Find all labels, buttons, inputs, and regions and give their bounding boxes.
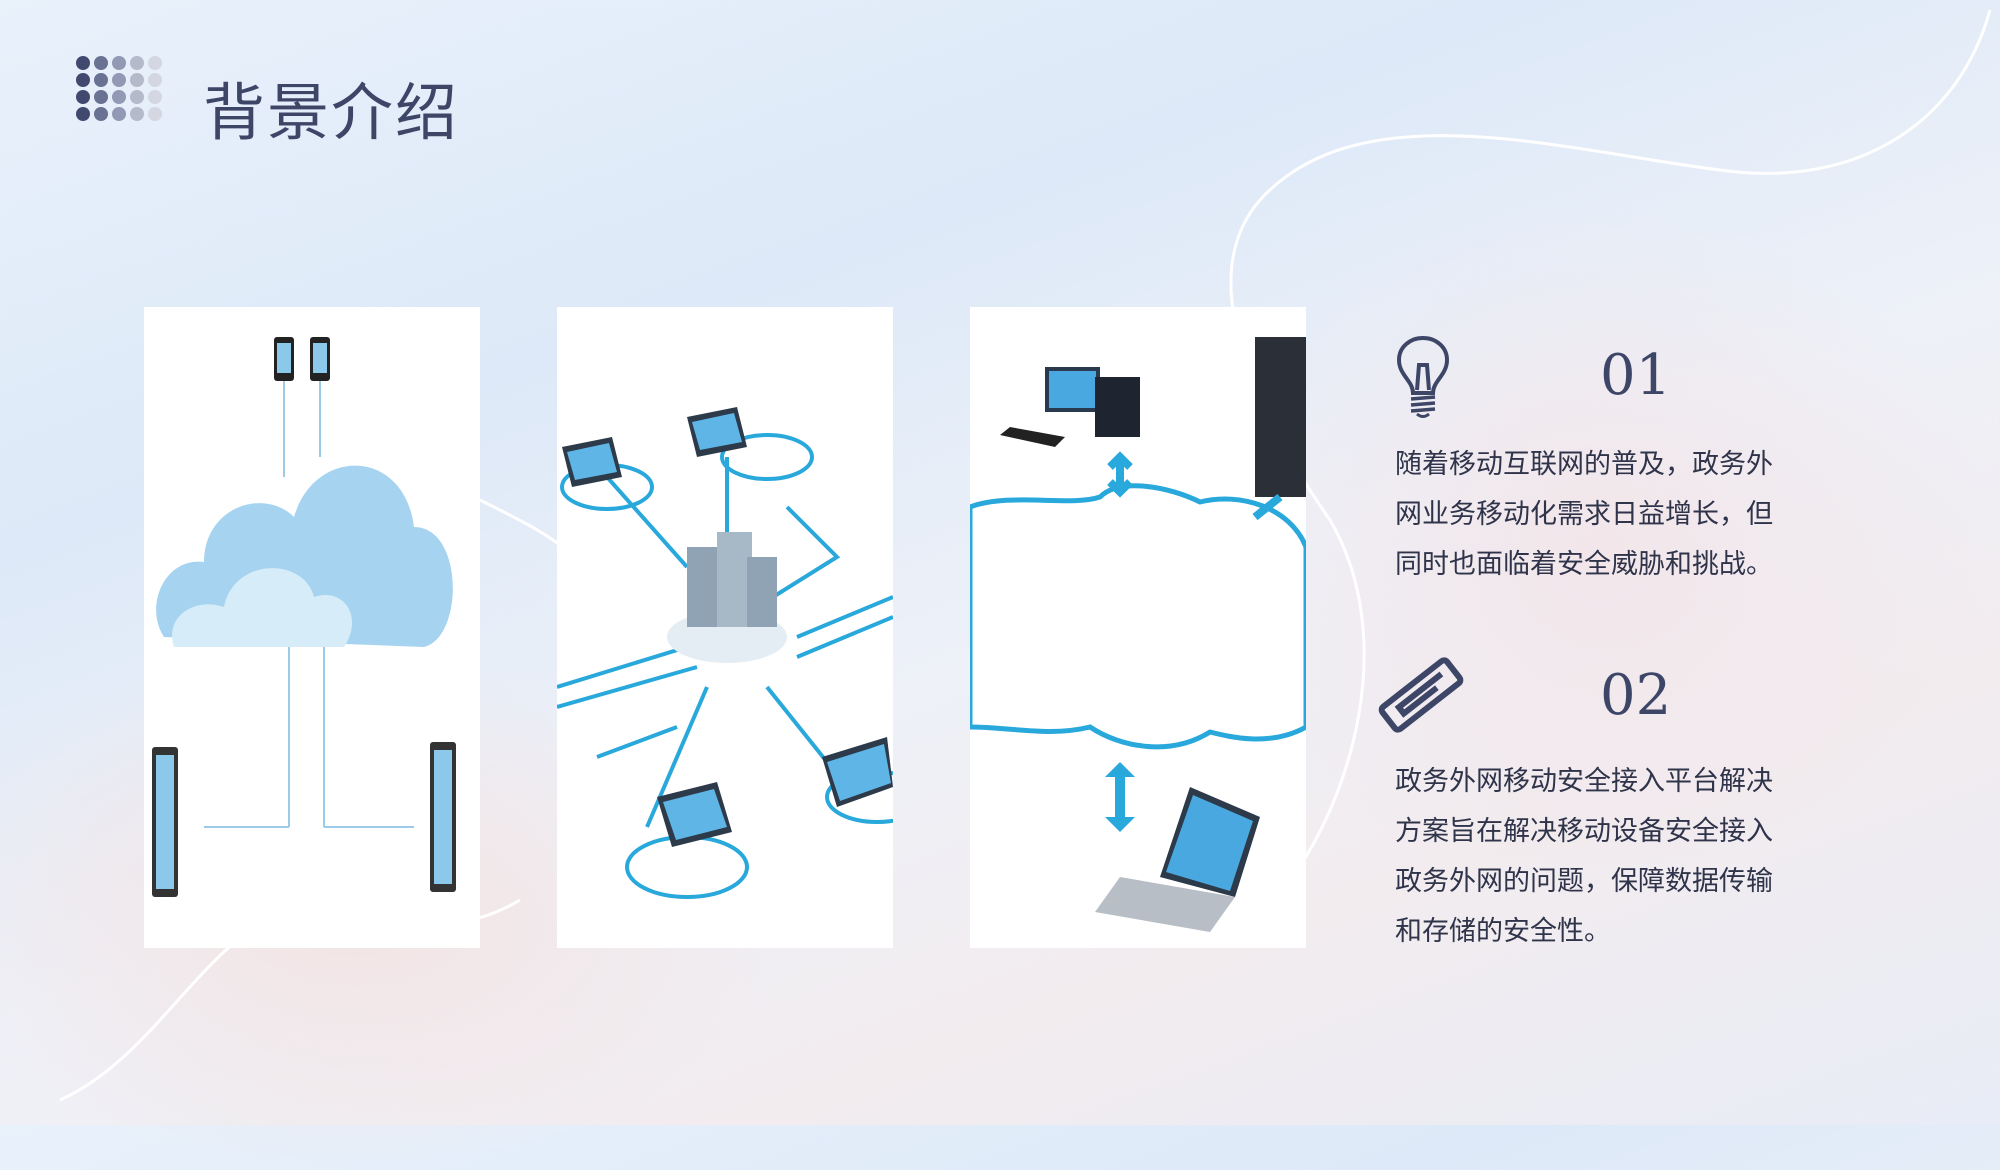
description-line: 政务外网移动安全接入平台解决 [1395,766,1773,797]
background-glow [1200,200,2000,900]
page-title: 背景介绍 [203,76,460,149]
cloud-connection-image [970,307,1306,948]
description-line: 政务外网的问题，保障数据传输 [1395,866,1773,897]
description-line: 随着移动互联网的普及，政务外 [1395,449,1773,480]
description-line: 方案旨在解决移动设备安全接入 [1395,816,1773,847]
paperclip-icon [1378,657,1464,733]
item-number-02: 02 [1600,663,1672,728]
item-number-01: 01 [1600,343,1672,408]
description-line: 同时也面临着安全威胁和挑战。 [1395,549,1773,580]
server-network-image [557,307,893,948]
item-description-02: 政务外网移动安全接入平台解决 方案旨在解决移动设备安全接入 政务外网的问题，保障… [1395,757,1795,957]
decorative-dot-grid [75,55,164,122]
description-line: 和存储的安全性。 [1395,916,1611,947]
description-line: 网业务移动化需求日益增长，但 [1395,499,1773,530]
cloud-devices-image [144,307,480,948]
item-description-01: 随着移动互联网的普及，政务外 网业务移动化需求日益增长，但 同时也面临着安全威胁… [1395,440,1795,590]
lightbulb-icon [1396,335,1450,418]
